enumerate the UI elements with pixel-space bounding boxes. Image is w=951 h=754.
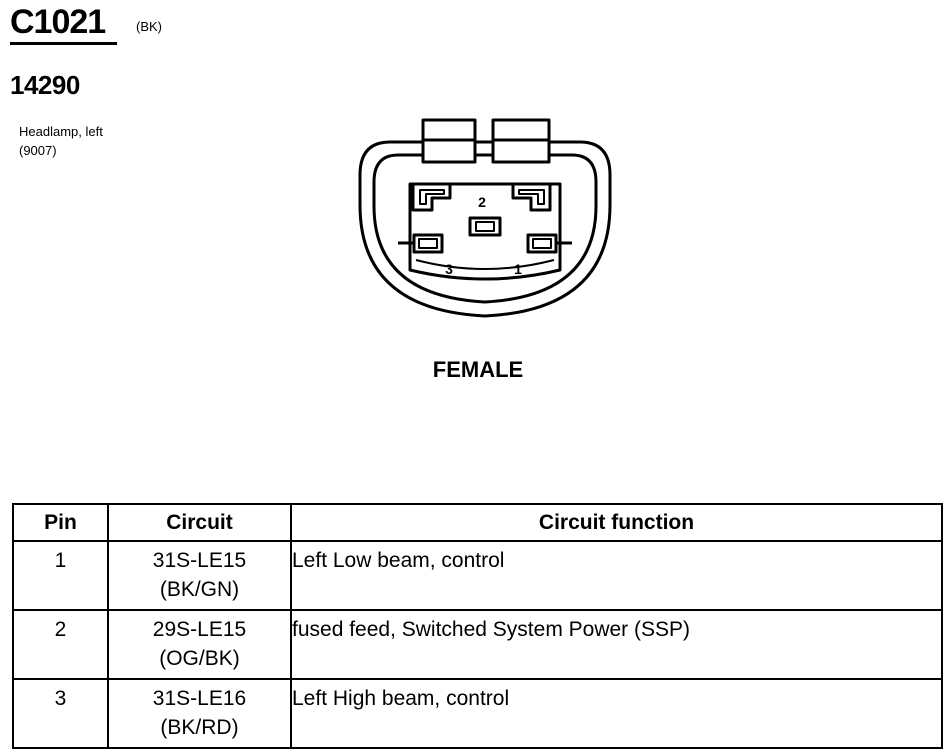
housing-inner xyxy=(372,153,598,304)
pin-cell: 2 xyxy=(12,609,109,680)
housing-outer xyxy=(358,140,612,318)
connector-face-svg: 2 3 1 xyxy=(358,118,612,318)
wire-color: (BK/RD) xyxy=(160,716,239,739)
circuit-cell: 31S-LE15 (BK/GN) xyxy=(107,540,292,611)
part-number: 14290 xyxy=(10,70,80,100)
circuit-number: 31S-LE15 xyxy=(152,549,247,572)
column-header-circuit-function: Circuit function xyxy=(290,503,943,542)
pin-label-3: 3 xyxy=(445,261,453,277)
terminal-cavity xyxy=(408,182,562,281)
circuit-number: 31S-LE16 xyxy=(152,687,247,710)
pin-label-1: 1 xyxy=(514,261,522,277)
component-description: Headlamp, left (9007) xyxy=(19,122,103,160)
circuit-number: 29S-LE15 xyxy=(152,618,247,641)
connector-color: (BK) xyxy=(136,19,162,34)
pinout-header-row: Pin Circuit Circuit function xyxy=(12,503,943,542)
terminal-pin-2 xyxy=(468,216,502,237)
column-header-pin: Pin xyxy=(12,503,109,542)
connector-id: C1021 xyxy=(10,3,106,41)
pin-label-2: 2 xyxy=(478,194,486,210)
table-row: 1 31S-LE15 (BK/GN) Left Low beam, contro… xyxy=(12,540,943,611)
function-cell: fused feed, Switched System Power (SSP) xyxy=(290,609,943,680)
component-code: (9007) xyxy=(19,143,57,158)
pin-cell: 1 xyxy=(12,540,109,611)
component-name: Headlamp, left xyxy=(19,124,103,139)
connector-gender-label: FEMALE xyxy=(432,357,524,382)
wire-color: (BK/GN) xyxy=(159,578,240,601)
function-cell: Left High beam, control xyxy=(290,678,943,749)
wire-color: (OG/BK) xyxy=(159,647,240,670)
pinout-table: Pin Circuit Circuit function 1 31S-LE15 … xyxy=(12,503,943,749)
circuit-cell: 29S-LE15 (OG/BK) xyxy=(107,609,292,680)
circuit-cell: 31S-LE16 (BK/RD) xyxy=(107,678,292,749)
terminal-corner-left xyxy=(411,182,452,212)
column-header-circuit: Circuit xyxy=(107,503,292,542)
function-cell: Left Low beam, control xyxy=(290,540,943,611)
terminal-corner-right xyxy=(511,182,552,212)
pin-cell: 3 xyxy=(12,678,109,749)
table-row: 2 29S-LE15 (OG/BK) fused feed, Switched … xyxy=(12,609,943,680)
connector-face-diagram: 2 3 1 xyxy=(350,110,620,330)
connector-id-underline xyxy=(10,42,117,45)
table-row: 3 31S-LE16 (BK/RD) Left High beam, contr… xyxy=(12,678,943,749)
